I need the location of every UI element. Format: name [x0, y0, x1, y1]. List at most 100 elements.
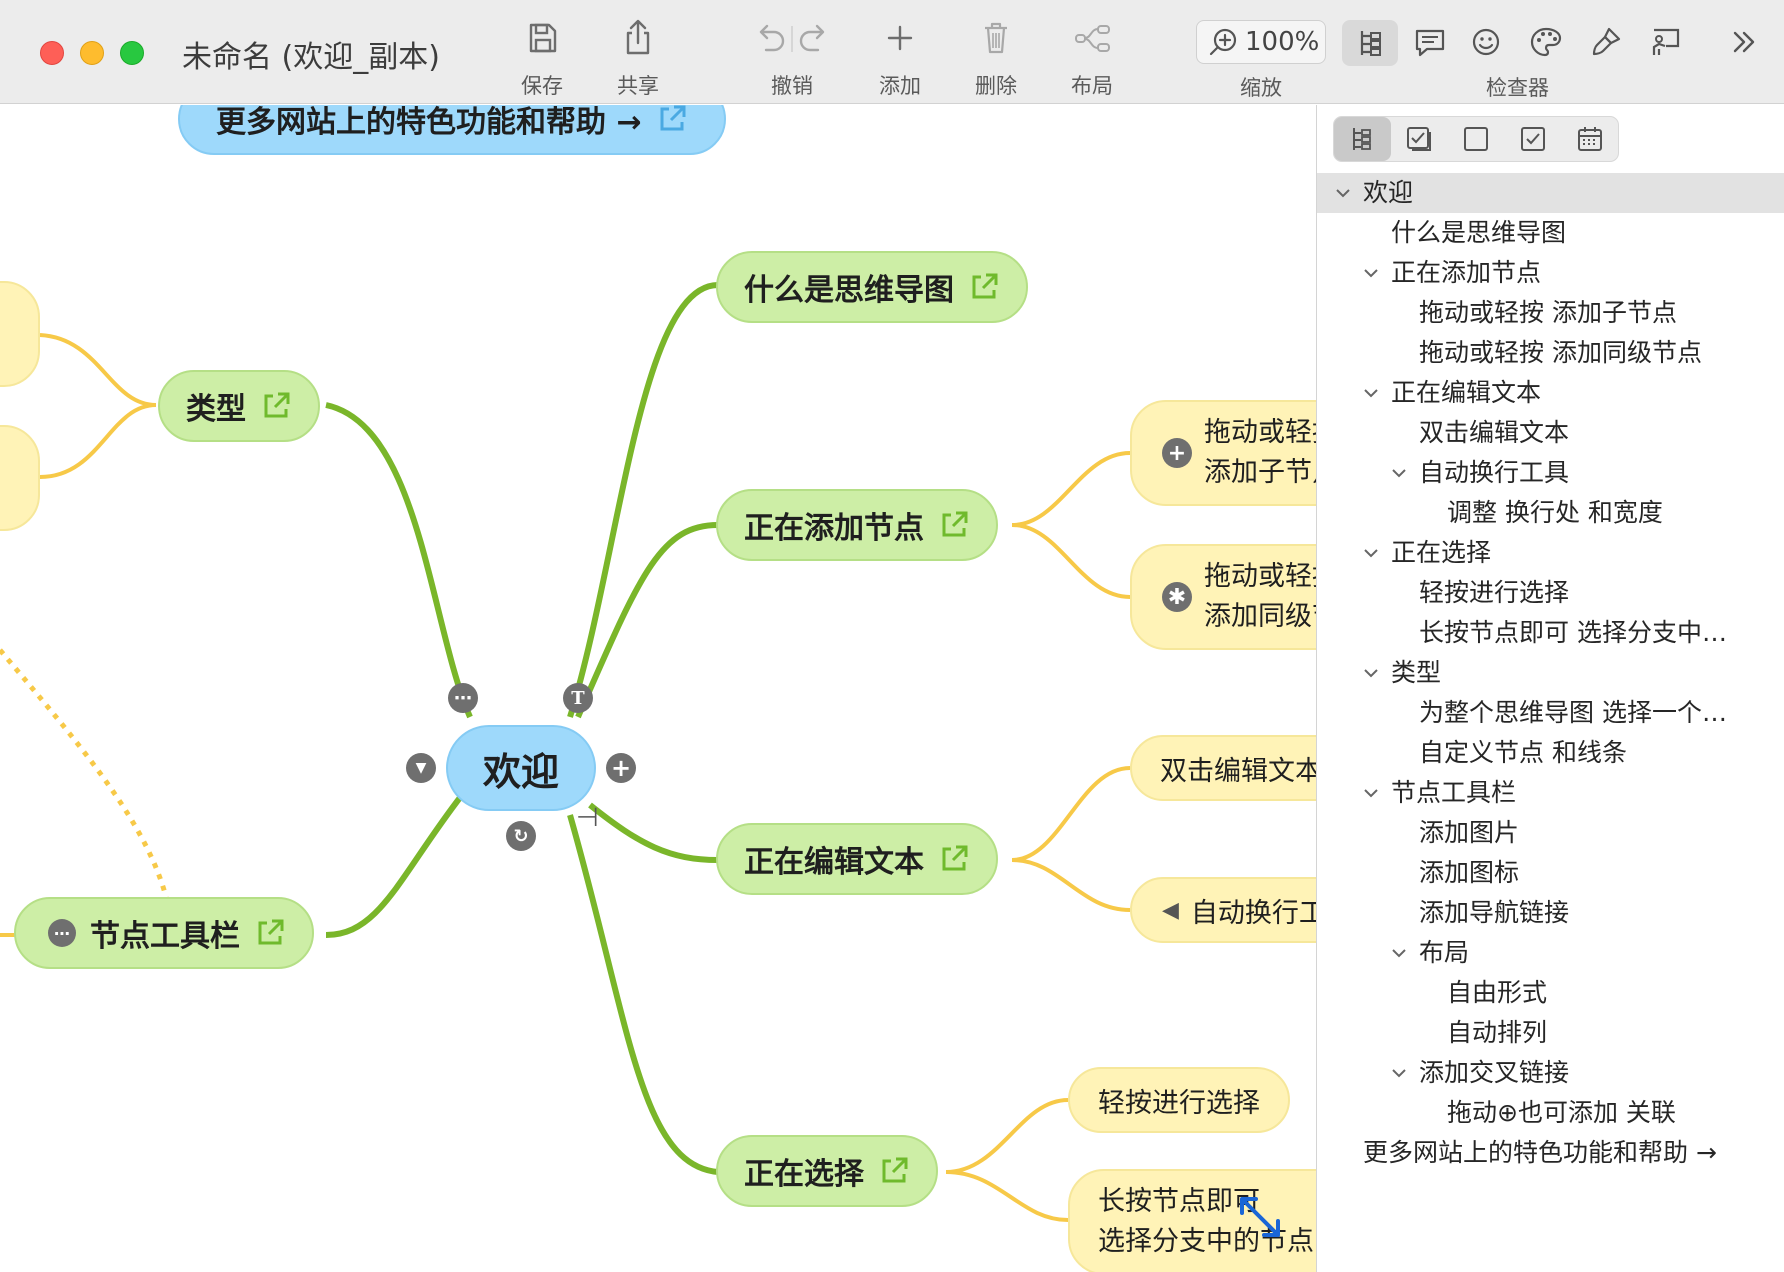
rotate-icon[interactable]: ↻ [506, 821, 536, 851]
outline-row[interactable]: 添加图片 [1317, 813, 1784, 853]
external-link-icon[interactable] [260, 390, 292, 422]
chevron-down-icon[interactable] [1391, 465, 1407, 481]
share-button[interactable]: 共享 [598, 18, 678, 100]
chevron-down-icon[interactable] [1363, 385, 1379, 401]
external-link-icon[interactable] [254, 917, 286, 949]
notes-inspector-button[interactable] [1408, 20, 1452, 64]
outline-row[interactable]: 节点工具栏 [1317, 773, 1784, 813]
tasks-tab[interactable] [1391, 117, 1448, 161]
outline-tab[interactable] [1334, 117, 1391, 161]
outline-row[interactable]: 正在添加节点 [1317, 253, 1784, 293]
mindmap-canvas[interactable]: 更多网站上的特色功能和帮助 → 欢迎 ⋯ T ▼ + ↻ ⊣ 什么是思维导图 类… [0, 105, 1316, 1272]
branch-adding-node[interactable]: 正在添加节点 [716, 489, 998, 561]
chevron-down-icon[interactable] [1391, 945, 1407, 961]
outline-row-label: 添加交叉链接 [1419, 1058, 1570, 1087]
branch-selecting-node[interactable]: 正在选择 [716, 1135, 938, 1207]
branch-type-node[interactable]: 类型 [158, 370, 320, 442]
outline-row[interactable]: 布局 [1317, 933, 1784, 973]
outline-row[interactable]: 添加导航链接 [1317, 893, 1784, 933]
chevron-down-icon[interactable] [1363, 545, 1379, 561]
collapse-triangle-icon[interactable]: ▼ [406, 753, 436, 783]
outline-row-label: 拖动或轻按 添加子节点 [1419, 298, 1677, 327]
outline-row[interactable]: 长按节点即可 选择分支中… [1317, 613, 1784, 653]
add-child-plus-icon[interactable]: + [606, 753, 636, 783]
calendar-tab[interactable] [1561, 117, 1618, 161]
outline-row[interactable]: 正在编辑文本 [1317, 373, 1784, 413]
branch-editing-node[interactable]: 正在编辑文本 [716, 823, 998, 895]
presenter-icon [1652, 28, 1680, 55]
zoom-control[interactable]: 100% [1196, 20, 1326, 64]
zoom-window-button[interactable] [120, 41, 144, 65]
format-inspector-button[interactable] [1584, 20, 1628, 64]
external-link-icon[interactable] [938, 509, 970, 541]
outline-row[interactable]: 自动排列 [1317, 1013, 1784, 1053]
smiley-icon [1472, 28, 1500, 56]
emoji-inspector-button[interactable] [1464, 20, 1508, 64]
child-dblclick-text: 双击编辑文本 [1160, 755, 1316, 787]
outline-row[interactable]: 什么是思维导图 [1317, 213, 1784, 253]
cross-link-handle-icon[interactable]: ⊣ [576, 803, 599, 833]
outline-row[interactable]: 拖动或轻按 添加子节点 [1317, 293, 1784, 333]
outline-row-label: 长按节点即可 选择分支中… [1419, 618, 1727, 647]
save-button[interactable]: 保存 [502, 18, 582, 100]
child-tap-select-node[interactable]: 轻按进行选择 [1068, 1067, 1290, 1133]
outline-row[interactable]: 添加交叉链接 [1317, 1053, 1784, 1093]
outline-row[interactable]: 自定义节点 和线条 [1317, 733, 1784, 773]
more-options-icon[interactable]: ⋯ [448, 683, 478, 713]
branch-adding-text: 正在添加节点 [744, 511, 924, 546]
chevron-down-icon[interactable] [1363, 665, 1379, 681]
add-button[interactable]: 添加 [860, 18, 940, 100]
chevron-down-icon[interactable] [1335, 185, 1351, 201]
external-link-icon[interactable] [878, 1155, 910, 1187]
outline-inspector-button[interactable] [1342, 20, 1398, 66]
resize-handle-icon[interactable] [1236, 1193, 1292, 1245]
chevron-down-icon[interactable] [1391, 1065, 1407, 1081]
outline-row[interactable]: 轻按进行选择 [1317, 573, 1784, 613]
outline-row[interactable]: 为整个思维导图 选择一个… [1317, 693, 1784, 733]
outline-row-label: 自动排列 [1447, 1018, 1548, 1047]
chevron-down-icon[interactable] [1363, 265, 1379, 281]
delete-button[interactable]: 删除 [956, 18, 1036, 100]
branch-editing-text: 正在编辑文本 [744, 845, 924, 880]
chevron-down-icon[interactable] [1363, 785, 1379, 801]
external-link-icon[interactable] [968, 271, 1000, 303]
center-node[interactable]: 欢迎 [446, 725, 596, 811]
child-longpress-node[interactable]: 长按节点即可选择分支中的节点 [1068, 1169, 1316, 1272]
minimize-window-button[interactable] [80, 41, 104, 65]
style-inspector-button[interactable] [1524, 20, 1568, 64]
more-toolbar-button[interactable] [1722, 20, 1766, 64]
close-window-button[interactable] [40, 41, 64, 65]
blank-tab[interactable] [1448, 117, 1505, 161]
child-longpress-line1: 长按节点即可 [1098, 1186, 1260, 1217]
outline-row[interactable]: 欢迎 [1317, 173, 1784, 213]
outline-row[interactable]: 更多网站上的特色功能和帮助 → [1317, 1133, 1784, 1173]
branch-what-is-text: 什么是思维导图 [744, 273, 954, 308]
outline-row[interactable]: 正在选择 [1317, 533, 1784, 573]
external-link-icon[interactable] [656, 105, 688, 135]
top-banner-text: 更多网站上的特色功能和帮助 → [216, 105, 642, 140]
top-banner-node[interactable]: 更多网站上的特色功能和帮助 → [178, 105, 726, 155]
child-dblclick-node[interactable]: 双击编辑文本 [1130, 735, 1316, 801]
outline-row[interactable]: 双击编辑文本 [1317, 413, 1784, 453]
layout-button[interactable]: 布局 [1052, 18, 1132, 100]
outline-row[interactable]: 自由形式 [1317, 973, 1784, 1013]
outline-row[interactable]: 自动换行工具 [1317, 453, 1784, 493]
text-style-icon[interactable]: T [563, 683, 593, 713]
flag-icon: ◀ [1162, 897, 1179, 923]
presentation-inspector-button[interactable] [1644, 20, 1688, 64]
external-link-icon[interactable] [938, 843, 970, 875]
child-autowrap-node[interactable]: ◀ 自动换行工具 [1130, 877, 1316, 943]
outline-row[interactable]: 类型 [1317, 653, 1784, 693]
branch-what-is-node[interactable]: 什么是思维导图 [716, 251, 1028, 323]
done-tab[interactable] [1504, 117, 1561, 161]
undo-redo-button[interactable]: 撤销 [744, 18, 840, 100]
undo-redo-icon [759, 24, 825, 52]
outline-row[interactable]: 添加图标 [1317, 853, 1784, 893]
outline-row[interactable]: 调整 换行处 和宽度 [1317, 493, 1784, 533]
branch-toolbar-node[interactable]: ⋯ 节点工具栏 [14, 897, 314, 969]
outline-row[interactable]: 拖动⊕也可添加 关联 [1317, 1093, 1784, 1133]
outline-row[interactable]: 拖动或轻按 添加同级节点 [1317, 333, 1784, 373]
add-label: 添加 [879, 74, 921, 98]
